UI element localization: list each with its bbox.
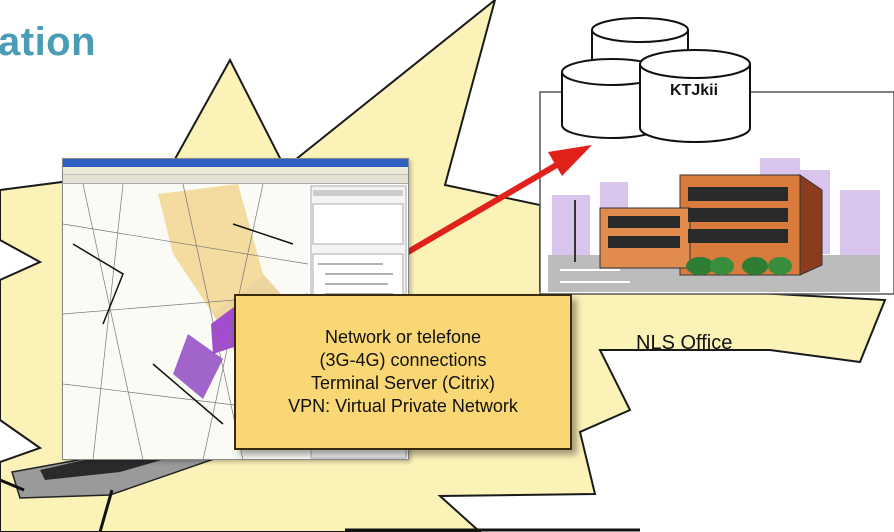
connection-callout: Network or telefone (3G-4G) connections …	[234, 294, 572, 450]
callout-line: Network or telefone	[324, 327, 482, 347]
office-label: NLS Office	[636, 332, 733, 354]
callout-line: Terminal Server (Citrix)	[310, 373, 496, 393]
callout-line: VPN: Virtual Private Network	[288, 396, 518, 416]
callout-line: (3G-4G) connections	[319, 350, 487, 370]
map-window-titlebar	[63, 159, 408, 167]
map-window-toolbar	[63, 175, 408, 184]
database-label: KTJkii	[670, 82, 719, 99]
bottom-line-a	[98, 489, 114, 532]
page-title: ation	[0, 20, 97, 64]
map-window-menubar	[63, 167, 408, 175]
office-building-icon	[548, 158, 880, 292]
database-icon	[561, 17, 751, 143]
